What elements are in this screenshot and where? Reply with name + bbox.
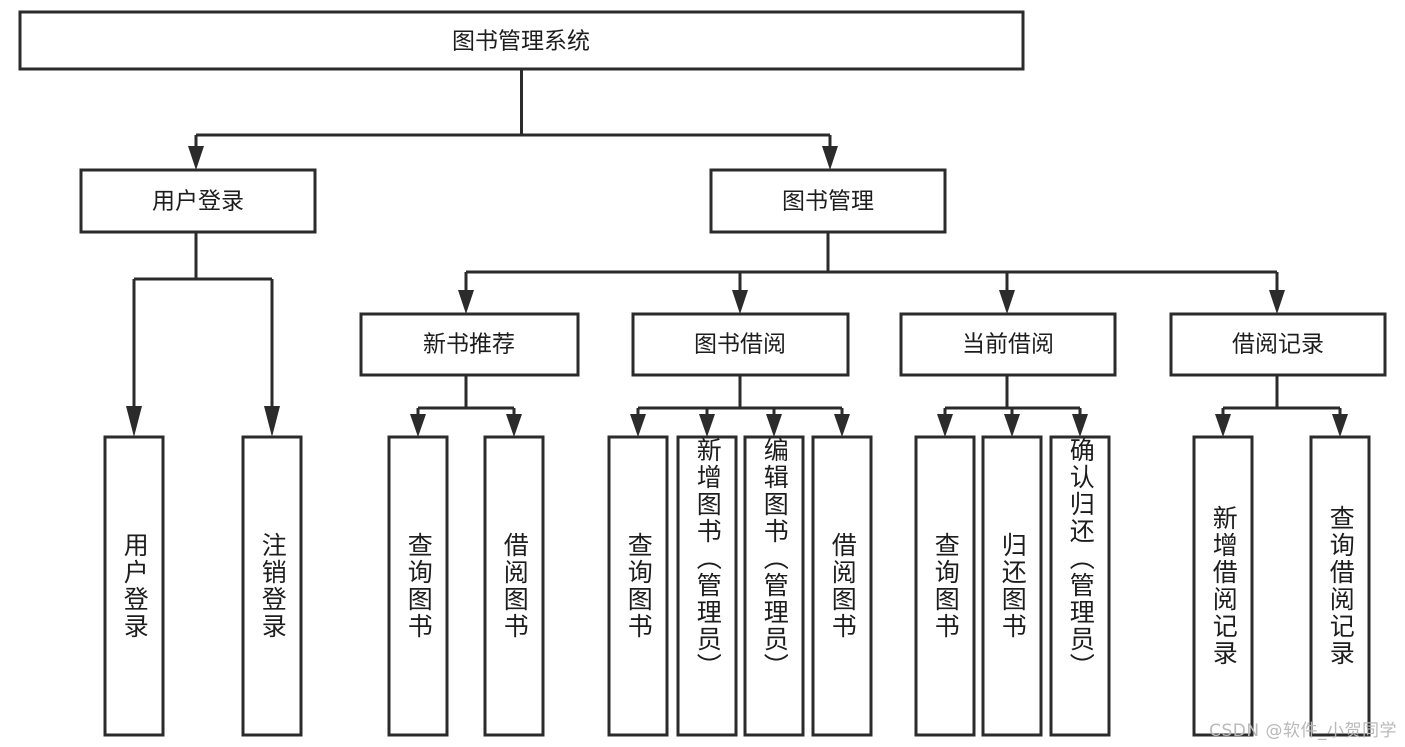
node-new-book-recommend[interactable] bbox=[359, 312, 580, 377]
edges-record-to-leaves bbox=[1215, 375, 1348, 437]
leaf-rect-logout[interactable] bbox=[241, 435, 303, 737]
leaf-rect-return-book[interactable] bbox=[981, 435, 1043, 737]
leaf-rect-borrow-book-2[interactable] bbox=[811, 435, 873, 737]
leaf-rect-edit-book-admin[interactable] bbox=[743, 435, 805, 737]
node-user-login-label: 用户登录 bbox=[152, 189, 244, 215]
edges-user-login-to-leaves bbox=[126, 232, 280, 437]
node-new-book-recommend-label: 新书推荐 bbox=[423, 332, 515, 358]
node-root-label: 图书管理系统 bbox=[452, 29, 590, 55]
node-book-borrow[interactable] bbox=[631, 312, 850, 377]
leaf-rect-query-book-2[interactable] bbox=[607, 435, 669, 737]
edges-borrow-to-leaves bbox=[630, 375, 850, 437]
leaf-rect-borrow-book-1[interactable] bbox=[483, 435, 545, 737]
leaf-rect-confirm-return-admin[interactable] bbox=[1049, 435, 1111, 737]
edges-root-to-level2 bbox=[188, 69, 838, 170]
node-borrow-record[interactable] bbox=[1169, 312, 1387, 377]
leaf-rect-query-borrow-record[interactable] bbox=[1309, 435, 1371, 737]
node-book-management[interactable] bbox=[709, 168, 947, 234]
csdn-watermark: CSDN @软件_小贺同学 bbox=[1209, 721, 1397, 741]
leaf-rect-add-book-admin[interactable] bbox=[676, 435, 738, 737]
node-root[interactable] bbox=[18, 10, 1025, 71]
node-book-management-label: 图书管理 bbox=[782, 189, 874, 215]
leaf-rect-user-login[interactable] bbox=[103, 435, 165, 737]
leaf-rect-add-borrow-record[interactable] bbox=[1192, 435, 1254, 737]
leaf-rect-query-book-3[interactable] bbox=[914, 435, 976, 737]
node-user-login[interactable] bbox=[79, 168, 317, 234]
node-book-borrow-label: 图书借阅 bbox=[694, 332, 786, 358]
node-current-borrow[interactable] bbox=[899, 312, 1117, 377]
node-borrow-record-label: 借阅记录 bbox=[1232, 332, 1324, 358]
leaf-rect-query-book-1[interactable] bbox=[387, 435, 449, 737]
edges-current-to-leaves bbox=[937, 375, 1088, 437]
edges-book-mgmt-to-level3 bbox=[458, 232, 1285, 314]
node-current-borrow-label: 当前借阅 bbox=[962, 332, 1054, 358]
edges-newbook-to-leaves bbox=[410, 375, 522, 437]
